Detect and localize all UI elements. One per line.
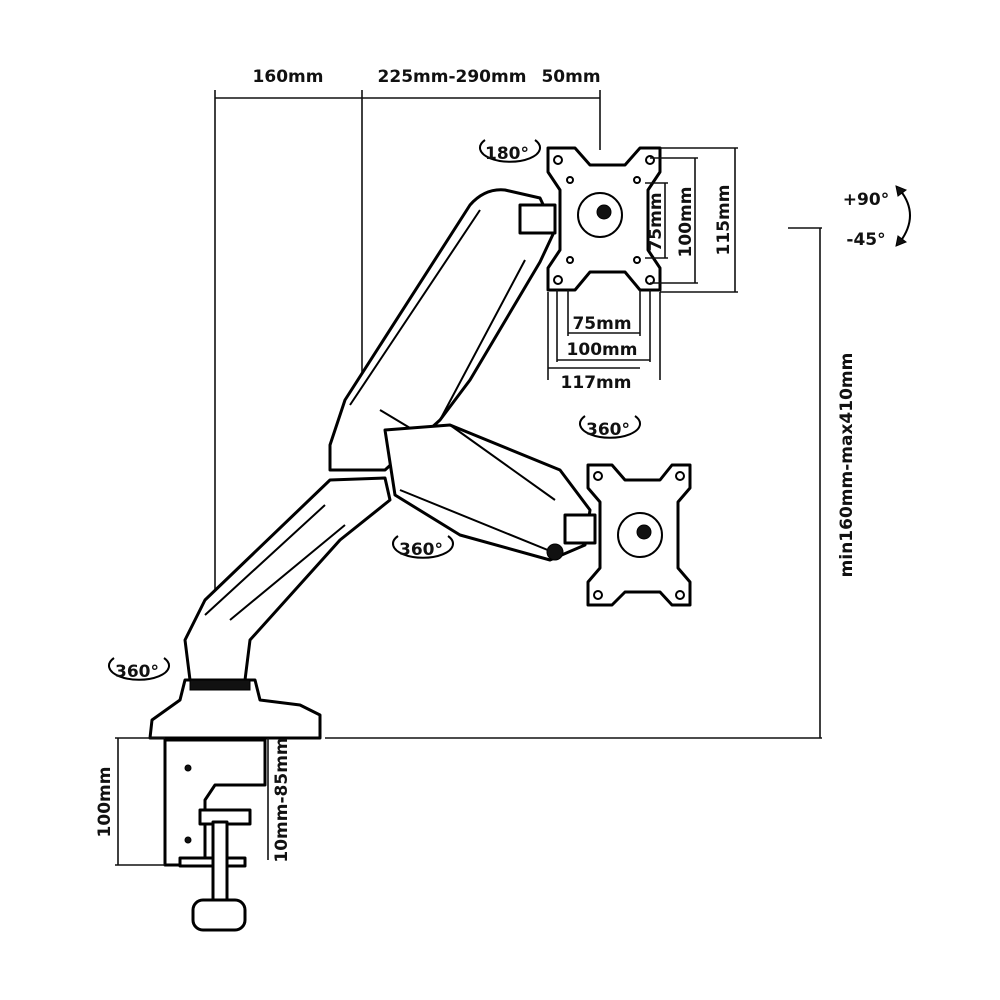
tilt-down-label: -45°: [846, 230, 885, 250]
rotation-badge-elbow: 360°: [392, 535, 454, 560]
rotation-badge-180: 180°: [479, 139, 541, 164]
dim-clamp-height: 100mm: [95, 767, 115, 838]
rotation-label: 360°: [399, 540, 443, 560]
rotation-label: 360°: [586, 420, 630, 440]
rotation-badge-head: 360°: [579, 415, 641, 440]
rotation-label: 180°: [485, 144, 529, 164]
dim-vesa-h-117: 117mm: [561, 373, 632, 393]
dim-vesa-h-75: 75mm: [572, 314, 631, 334]
dim-vesa-v-100: 100mm: [676, 187, 696, 258]
upper-vesa-plate: [546, 146, 662, 292]
dim-height-range: min160mm-max410mm: [837, 353, 857, 578]
dim-vesa-v-115: 115mm: [714, 185, 734, 256]
dim-vesa-h-100: 100mm: [567, 340, 638, 360]
vesa-horizontal-dimension-lines: [547, 290, 661, 380]
rotation-badge-base: 360°: [108, 657, 170, 682]
rotation-arrow-icon: [108, 657, 170, 681]
tilt-arrowheads-icon: [895, 185, 908, 247]
dim-reach-plate: 50mm: [541, 67, 600, 87]
forearm: [383, 423, 597, 562]
upper-arm: [328, 188, 557, 472]
dim-vesa-v-75: 75mm: [646, 192, 666, 251]
vesa-vertical-dimension-lines: [645, 147, 738, 293]
clamp-dimension-lines: [115, 737, 269, 866]
rotation-label: 360°: [115, 662, 159, 682]
rotation-arrow-icon: [579, 415, 641, 439]
dim-reach-base: 160mm: [253, 67, 324, 87]
lower-vesa-plate: [586, 463, 692, 607]
rotation-arrow-icon: [392, 535, 454, 559]
tilt-arrow-icon: [899, 189, 911, 243]
desk-clamp: [148, 678, 322, 932]
dim-reach-arm: 225mm-290mm: [378, 67, 527, 87]
dim-desk-thickness: 10mm-85mm: [272, 737, 292, 862]
tilt-up-label: +90°: [843, 190, 889, 210]
rotation-arrow-icon: [479, 139, 541, 163]
height-dimension-lines: [325, 227, 822, 739]
top-dimension-lines: [214, 90, 601, 590]
